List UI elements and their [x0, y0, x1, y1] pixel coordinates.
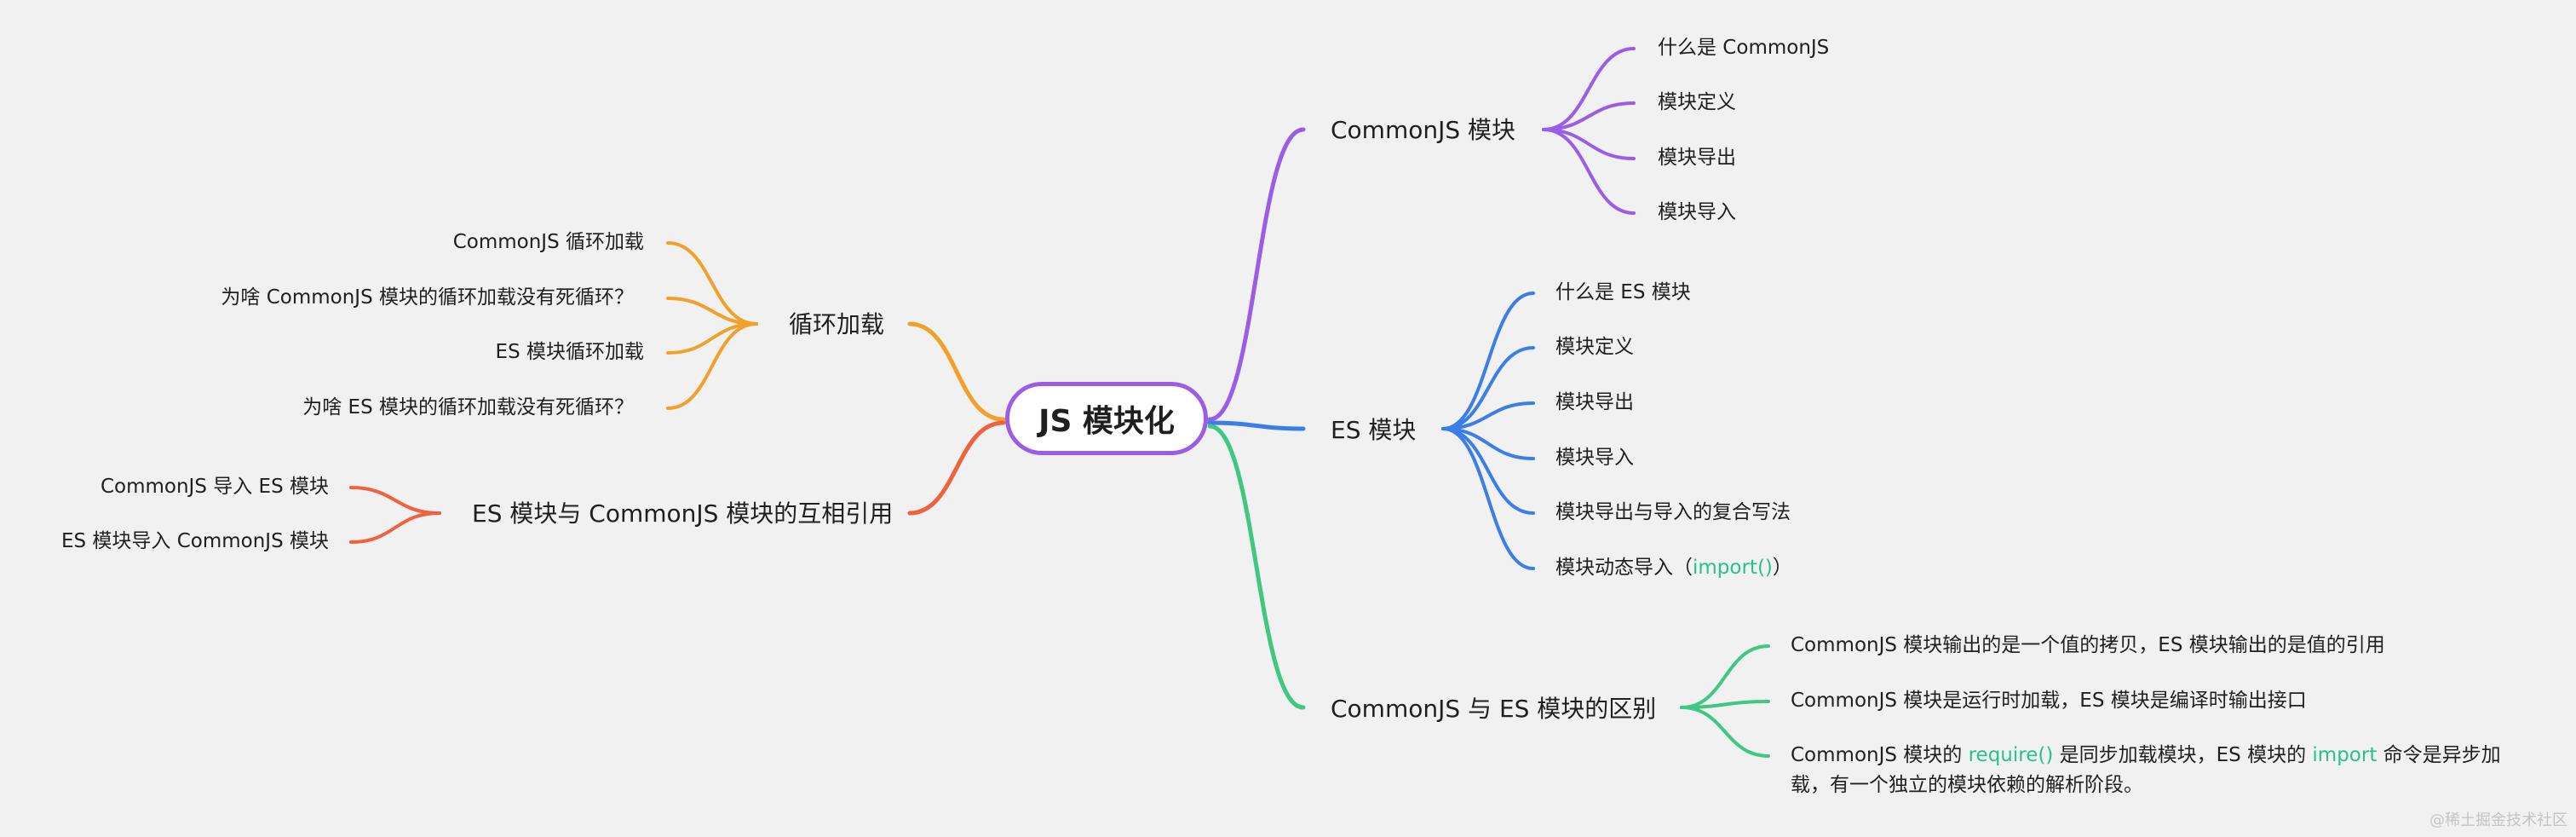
leaf-diff-sync-line2: 载，有一个独立的模块依赖的解析阶段。 [1791, 774, 2143, 796]
dynamic-suffix: ） [1772, 557, 1792, 579]
code-import-fn: import() [1693, 557, 1773, 579]
watermark: @稀土掘金技术社区 [2429, 811, 2567, 829]
edge-mutual-leaf-1 [349, 511, 441, 544]
leaf-es-define[interactable]: 模块定义 [1555, 336, 1634, 358]
branch-diff[interactable]: CommonJS 与 ES 模块的区别 [1331, 695, 1657, 723]
leaf-mutual-cjs-import-es[interactable]: CommonJS 导入 ES 模块 [100, 476, 329, 498]
root-node[interactable]: JS 模块化 [1005, 382, 1208, 455]
edge-root-commonjs [1207, 127, 1306, 422]
edge-commonjs-leaf-3 [1542, 128, 1636, 215]
leaf-cycle-es[interactable]: ES 模块循环加载 [495, 341, 644, 363]
edge-commonjs-leaf-0 [1542, 47, 1636, 131]
leaf-cycle-commonjs-why[interactable]: 为啥 CommonJS 模块的循环加载没有死循环？ [221, 286, 634, 309]
edge-es-leaf-0 [1441, 292, 1535, 430]
code-require: require() [1968, 744, 2054, 766]
edge-es-leaf-4 [1441, 427, 1535, 515]
leaf-es-dynamic-import[interactable]: 模块动态导入（import()） [1555, 558, 1792, 578]
leaf-diff-copy[interactable]: CommonJS 模块输出的是一个值的拷贝，ES 模块输出的是值的引用 [1791, 634, 2385, 656]
leaf-es-import[interactable]: 模块导入 [1555, 447, 1634, 469]
branch-cycle[interactable]: 循环加载 [789, 310, 885, 338]
leaf-es-what[interactable]: 什么是 ES 模块 [1555, 281, 1691, 303]
edge-es-leaf-5 [1441, 427, 1535, 570]
leaf-diff-runtime[interactable]: CommonJS 模块是运行时加载，ES 模块是编译时输出接口 [1791, 690, 2307, 712]
leaf-commonjs-import[interactable]: 模块导入 [1658, 201, 1736, 223]
edge-mutual-leaf-0 [349, 486, 441, 515]
leaf-commonjs-define[interactable]: 模块定义 [1658, 91, 1736, 113]
edge-root-es [1207, 420, 1306, 431]
code-import: import [2312, 744, 2378, 766]
branch-es[interactable]: ES 模块 [1331, 416, 1417, 444]
diff-text-3: 命令是异步加 [2377, 744, 2501, 766]
leaf-mutual-es-import-cjs[interactable]: ES 模块导入 CommonJS 模块 [60, 530, 329, 552]
leaf-cycle-es-why[interactable]: 为啥 ES 模块的循环加载没有死循环？ [302, 396, 634, 418]
diff-text-2: 是同步加载模块，ES 模块的 [2053, 744, 2313, 766]
edge-root-mutual [907, 420, 1006, 516]
edge-diff-leaf-0 [1680, 644, 1770, 709]
leaf-commonjs-export[interactable]: 模块导出 [1658, 147, 1736, 169]
leaf-commonjs-what[interactable]: 什么是 CommonJS [1658, 37, 1830, 59]
edge-root-cycle [907, 321, 1006, 422]
branch-mutual[interactable]: ES 模块与 CommonJS 模块的互相引用 [472, 499, 894, 528]
edge-cycle-leaf-1 [666, 297, 758, 326]
edge-diff-leaf-2 [1680, 706, 1770, 758]
edge-cycle-leaf-0 [666, 241, 758, 326]
leaf-es-compound[interactable]: 模块导出与导入的复合写法 [1555, 501, 1791, 523]
leaf-es-export[interactable]: 模块导出 [1555, 391, 1634, 413]
dynamic-prefix: 模块动态导入（ [1555, 557, 1693, 579]
diff-text-1: CommonJS 模块的 [1791, 744, 1969, 766]
leaf-diff-sync[interactable]: CommonJS 模块的 require() 是同步加载模块，ES 模块的 im… [1791, 746, 2501, 765]
edge-es-leaf-2 [1441, 401, 1535, 430]
edge-es-leaf-1 [1441, 346, 1535, 430]
edge-cycle-leaf-3 [666, 322, 758, 410]
leaf-cycle-commonjs[interactable]: CommonJS 循环加载 [452, 231, 644, 253]
branch-commonjs[interactable]: CommonJS 模块 [1331, 116, 1516, 144]
edge-commonjs-leaf-1 [1542, 101, 1636, 131]
edge-root-diff [1207, 424, 1306, 710]
